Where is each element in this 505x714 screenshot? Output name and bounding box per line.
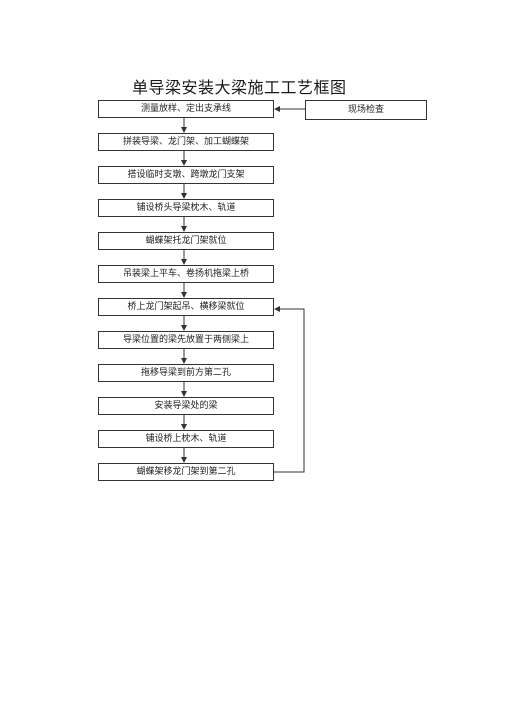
step-box-12: 蝴蝶架移龙门架到第二孔 xyxy=(98,463,274,481)
step-box-8: 导梁位置的梁先放置于两侧梁上 xyxy=(98,331,274,349)
loop-back-arrow xyxy=(274,306,305,473)
diagram-title: 单导梁安装大梁施工工艺框图 xyxy=(132,78,347,97)
step-box-5: 蝴蝶架托龙门架就位 xyxy=(98,232,274,250)
step-box-3: 搭设临时支墩、跨墩龙门支架 xyxy=(98,166,274,184)
step-box-1: 测量放样、定出支承线 xyxy=(98,100,274,118)
step-box-6: 吊装梁上平车、卷扬机拖梁上桥 xyxy=(98,265,274,283)
step-box-2: 拼装导梁、龙门架、加工蝴蝶架 xyxy=(98,133,274,151)
step-box-4: 铺设桥头导梁枕木、轨道 xyxy=(98,199,274,217)
step-box-10: 安装导梁处的梁 xyxy=(98,397,274,415)
side-box-site-inspection: 现场检查 xyxy=(305,100,427,120)
step-box-7: 桥上龙门架起吊、横移梁就位 xyxy=(98,298,274,316)
step-box-11: 铺设桥上枕木、轨道 xyxy=(98,430,274,448)
step-box-9: 拖移导梁到前方第二孔 xyxy=(98,364,274,382)
